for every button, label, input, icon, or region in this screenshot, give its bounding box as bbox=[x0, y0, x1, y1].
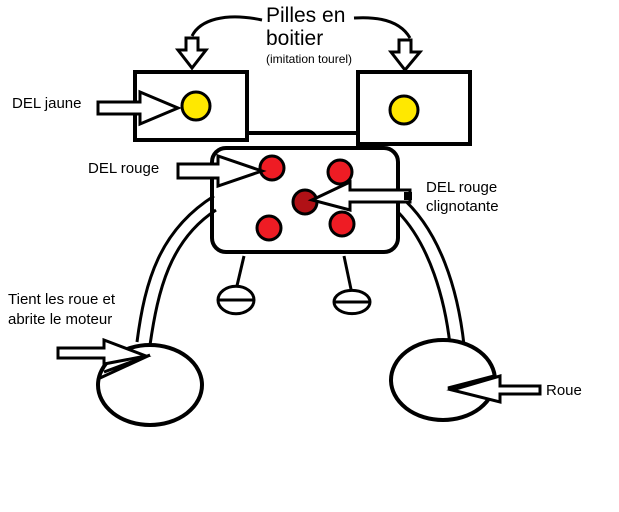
arm-left-outer bbox=[135, 194, 215, 343]
title-line-2: boitier bbox=[266, 27, 323, 50]
label-del-rouge: DEL rouge bbox=[88, 160, 159, 177]
label-del-jaune: DEL jaune bbox=[12, 95, 82, 112]
red-led-4 bbox=[328, 210, 356, 238]
label-tient-2: abrite le moteur bbox=[8, 311, 112, 328]
leg-right bbox=[342, 255, 354, 295]
yellow-led-left bbox=[180, 90, 212, 122]
label-del-rouge-clign-1: DEL rouge bbox=[426, 179, 497, 196]
red-led-3 bbox=[255, 214, 283, 242]
small-wheel-right bbox=[332, 288, 372, 316]
leg-left bbox=[234, 255, 246, 291]
small-wheel-left bbox=[216, 284, 256, 316]
wheel-left-notch bbox=[99, 353, 151, 380]
label-tient-1: Tient les roue et bbox=[8, 291, 116, 308]
red-led-2 bbox=[326, 158, 354, 186]
title-right-curve bbox=[353, 16, 412, 39]
dark-red-blinking-led bbox=[291, 188, 319, 216]
down-arrow-left bbox=[174, 36, 210, 71]
down-arrow-right bbox=[387, 38, 424, 73]
title-left-curve bbox=[190, 15, 263, 37]
label-del-rouge-clign-2: clignotante bbox=[426, 198, 499, 215]
arrow-anchor-square bbox=[404, 192, 412, 200]
red-led-1 bbox=[258, 154, 286, 182]
arrow-del-jaune bbox=[96, 89, 182, 127]
arm-right-outer bbox=[399, 194, 466, 346]
yellow-led-right bbox=[388, 94, 420, 126]
label-roue: Roue bbox=[546, 382, 582, 399]
arrow-del-rouge bbox=[176, 153, 267, 189]
arrow-roue bbox=[446, 374, 542, 404]
arm-left-inner bbox=[148, 208, 217, 346]
title-line-1: Pilles en bbox=[266, 4, 345, 27]
arrow-del-rouge-clignotante bbox=[307, 179, 412, 212]
title-subtitle: (imitation tourel) bbox=[266, 52, 352, 66]
arrow-tient-les-roue bbox=[56, 337, 152, 366]
arm-right-inner bbox=[396, 210, 452, 346]
